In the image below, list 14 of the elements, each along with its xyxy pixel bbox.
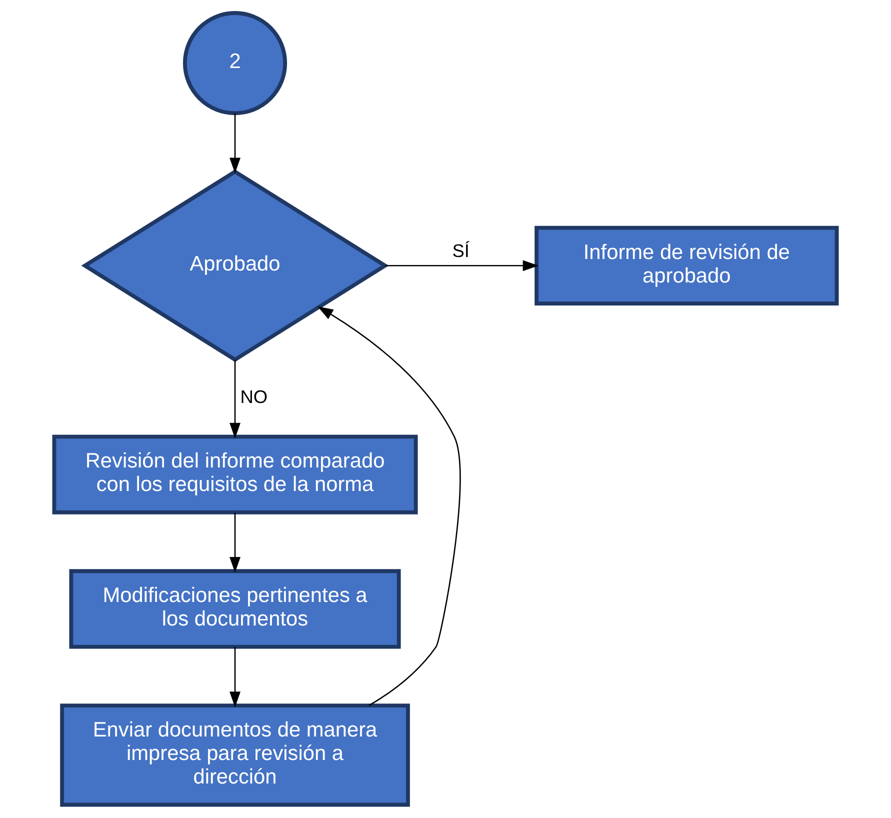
arrow xyxy=(318,306,461,706)
node-diamond: Aprobado xyxy=(81,169,389,362)
node-box: Informe de revisión de aprobado xyxy=(534,226,839,306)
arrow xyxy=(230,646,240,708)
edge-label: SÍ xyxy=(452,240,470,261)
node-box: Revisión del informe comparado con los requisitos de la norma xyxy=(52,434,418,514)
arrow xyxy=(230,360,240,439)
node-circle: 2 xyxy=(182,11,288,116)
arrow xyxy=(230,113,240,174)
node-box: Modificaciones pertinentes a los documentos xyxy=(69,569,401,649)
node-box: Enviar documentos de manera impresa para revisión a dirección xyxy=(60,704,410,807)
arrow xyxy=(385,260,539,272)
edge-label: NO xyxy=(240,386,268,407)
arrow xyxy=(230,512,240,573)
